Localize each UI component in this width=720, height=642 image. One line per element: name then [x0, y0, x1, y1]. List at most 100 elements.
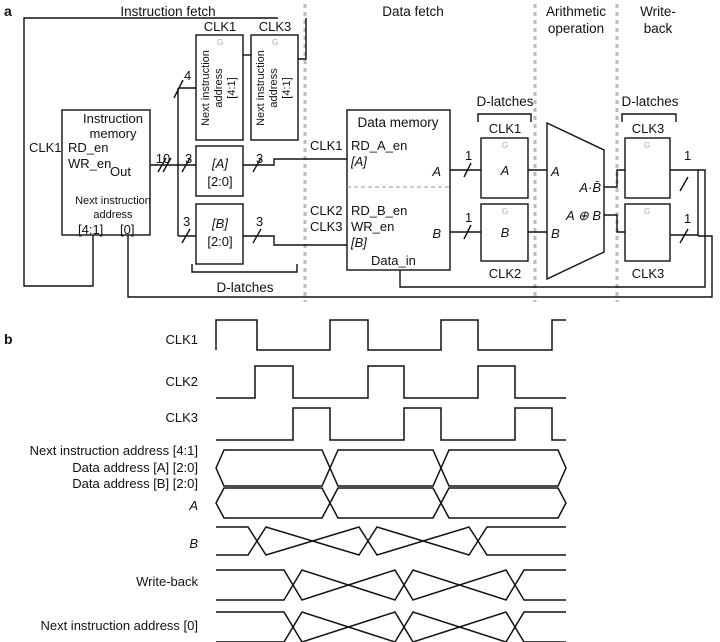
latch-b-bits: [2:0]: [207, 234, 232, 249]
gate-mark: G: [502, 141, 508, 150]
section-wb-line2: back: [644, 21, 673, 36]
dmem-clk3: CLK3: [310, 219, 343, 234]
latch-b-name: [B]: [211, 216, 228, 231]
svg-text:[4:1]: [4:1]: [226, 77, 238, 98]
writeback-wave-b: [216, 569, 566, 601]
width-1-a: 1: [465, 148, 472, 163]
fetch-latches-label: D-latches: [216, 280, 273, 295]
dmem-out-a: A: [431, 164, 441, 179]
dmem-rd-b: RD_B_en: [351, 203, 407, 218]
imem-title-1: Instruction: [83, 111, 143, 126]
next-addr0-wave-b: [216, 611, 566, 642]
dmem-wr: WR_en: [351, 219, 394, 234]
width-3-b-out: 3: [256, 214, 263, 229]
b-wave-b: [216, 526, 566, 556]
wb-latch-top: [624, 137, 671, 199]
width-1-b: 1: [465, 210, 472, 225]
wb-width-1-a: 1: [684, 148, 691, 163]
data-latch-clk1: CLK1: [489, 121, 522, 136]
alu-in-a: A: [550, 164, 560, 179]
data-memory-block: [346, 109, 451, 271]
section-arith-line1: Arithmetic: [546, 4, 606, 19]
svg-text:address: address: [268, 68, 280, 108]
latch-next-address-clk1: [195, 34, 244, 141]
width-3-b-in: 3: [183, 214, 190, 229]
svg-text:Next instruction: Next instruction: [255, 50, 267, 126]
timing-waveforms: [215, 319, 567, 642]
timing-label-9: Next instruction address [0]: [40, 618, 198, 633]
routing-wires: [23, 17, 713, 298]
imem-next-1: Next instruction: [75, 195, 151, 207]
imem-rd-label: RD_en: [68, 140, 108, 155]
alu-out-xor: A ⊕ B: [565, 208, 601, 223]
timing-label-1: CLK2: [165, 374, 198, 389]
alu-in-b: B: [551, 226, 560, 241]
section-data-fetch: Data fetch: [382, 4, 444, 19]
a-bus-seg-1: [329, 487, 442, 519]
timing-label-5: Data address [B] [2:0]: [72, 476, 198, 491]
svg-text:[4:1]: [4:1]: [281, 77, 293, 98]
gate-mark: G: [644, 141, 650, 150]
gate-mark: G: [644, 207, 650, 216]
data-latches-bracket: [477, 113, 532, 122]
latch-clk1-label: CLK1: [204, 19, 237, 34]
dmem-data-in: Data_in: [371, 253, 416, 268]
gate-mark: G: [502, 207, 508, 216]
imem-bits-lo: [0]: [120, 222, 134, 237]
latch-a-address: [195, 145, 244, 197]
data-latch-clk2: CLK2: [489, 266, 522, 281]
next-addr0-wave-a: [216, 611, 566, 642]
dmem-clk2: CLK2: [310, 203, 343, 218]
fetch-latches-bracket: [191, 264, 298, 273]
data-latch-b: [480, 203, 529, 262]
panel-label-b: b: [4, 331, 13, 347]
dmem-rd-a: RD_A_en: [351, 138, 407, 153]
alu-out-and-not: A·B̄: [578, 180, 601, 195]
panel-label-a: a: [4, 3, 12, 19]
data-latch-a: [480, 137, 529, 199]
latch-next-address-clk3: [250, 34, 299, 141]
svg-text:address: address: [213, 68, 225, 108]
latch-clk3-label: CLK3: [259, 19, 292, 34]
latch-b-address: [195, 203, 244, 265]
imem-next-2: address: [93, 209, 133, 221]
data-latches-label: D-latches: [476, 94, 533, 109]
latch-a-bits: [2:0]: [207, 174, 232, 189]
timing-label-6: A: [188, 498, 198, 513]
a-bus-seg-2: [440, 487, 567, 519]
gate-mark: G: [217, 38, 223, 47]
wb-latch-clk-bottom: CLK3: [632, 266, 665, 281]
section-instruction-fetch: Instruction fetch: [120, 4, 215, 19]
timing-label-2: CLK3: [165, 410, 198, 425]
address-bus-seg-2: [440, 449, 567, 487]
section-arith-line2: operation: [548, 21, 604, 36]
imem-clk-label: CLK1: [29, 140, 62, 155]
clk3-wave: [216, 407, 566, 441]
dmem-out-b: B: [432, 226, 441, 241]
imem-wr-label: WR_en: [68, 156, 111, 171]
timing-label-0: CLK1: [165, 332, 198, 347]
width-4: 4: [184, 68, 191, 83]
section-wb-line1: Write-: [640, 4, 676, 19]
timing-label-7: B: [189, 536, 198, 551]
wb-width-1-b: 1: [684, 211, 691, 226]
timing-label-8: Write-back: [136, 574, 198, 589]
wb-latch-bottom: [624, 203, 671, 262]
latch2-vertical-text: Next instruction address [4:1]: [255, 50, 293, 126]
width-3-a-in: 3: [185, 151, 192, 166]
latch1-vertical-text: Next instruction address [4:1]: [200, 50, 238, 126]
svg-text:Next instruction: Next instruction: [200, 50, 212, 126]
bus-width-marks: [157, 79, 689, 244]
width-3-a-out: 3: [256, 151, 263, 166]
a-bus-seg-0: [215, 487, 331, 519]
clk2-wave: [216, 365, 566, 399]
width-10: 10: [156, 151, 170, 166]
wb-latches-bracket: [621, 113, 677, 122]
dmem-a-in: [A]: [350, 154, 367, 169]
data-latch-a-label: A: [500, 163, 510, 178]
wb-latches-label: D-latches: [621, 94, 678, 109]
gate-mark: G: [272, 38, 278, 47]
dmem-title: Data memory: [357, 115, 438, 130]
